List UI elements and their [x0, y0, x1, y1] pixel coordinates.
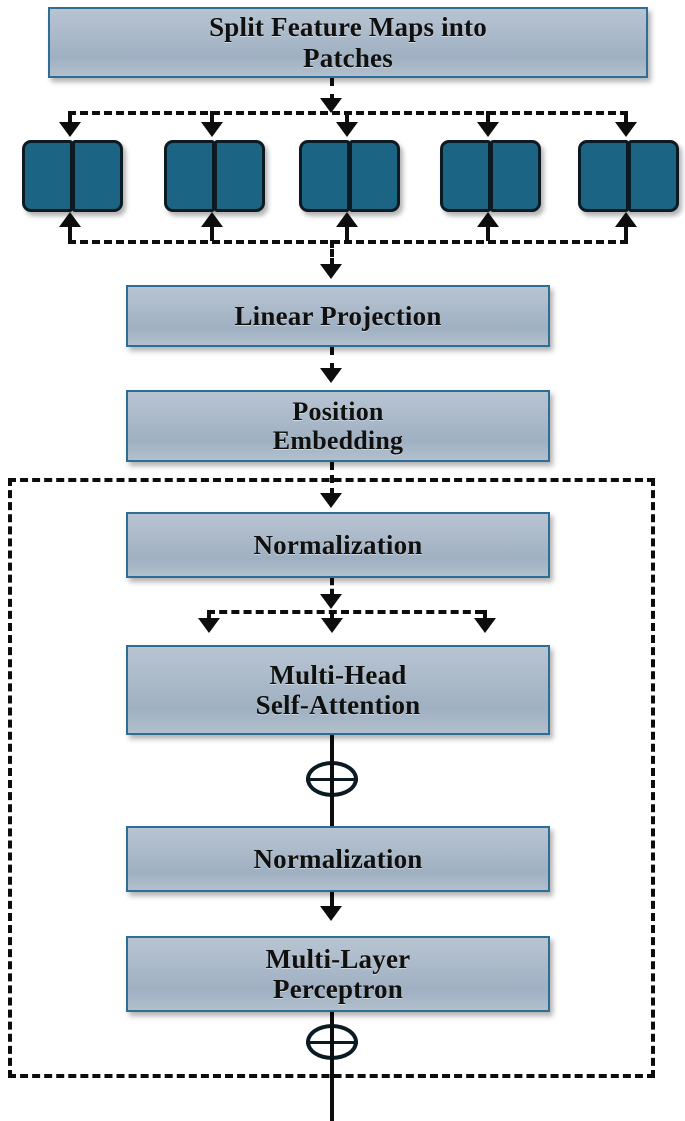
patch-token-1-right-half: [72, 140, 123, 212]
patch-token-2-left-half: [164, 140, 215, 212]
block-multi-head-self-attention[interactable]: Multi-Head Self-Attention: [126, 645, 550, 735]
arrowhead-from-patch-2: [201, 212, 223, 227]
patch-token-4-left-half: [440, 140, 491, 212]
block-position-embedding[interactable]: Position Embedding: [126, 390, 550, 462]
patch-token-3-left-half: [299, 140, 350, 212]
connector-mlp-output-over: [330, 1024, 334, 1121]
attention-head-stub-left: [207, 610, 211, 620]
block-normalization-2[interactable]: Normalization: [126, 826, 550, 892]
patch-drop-stub-5: [624, 111, 628, 124]
block-normalization-1-label: Normalization: [253, 529, 423, 560]
patch-drop-stub-4: [486, 111, 490, 124]
connector-patchbus-to-linear: [330, 240, 334, 266]
patch-token-4-right-half: [490, 140, 541, 212]
arrowhead-from-patch-4: [477, 212, 499, 227]
connector-norm1-to-heads: [330, 578, 334, 596]
arrowhead-to-patch-5: [615, 122, 637, 137]
block-normalization-2-label: Normalization: [253, 843, 423, 874]
arrowhead-position-to-norm1: [320, 493, 342, 508]
patch-token-5-right-half: [628, 140, 679, 212]
patch-token-1[interactable]: [22, 140, 123, 212]
patch-token-5-left-half: [578, 140, 629, 212]
block-linear-projection[interactable]: Linear Projection: [126, 285, 550, 347]
block-multi-head-self-attention-label: Multi-Head Self-Attention: [255, 659, 421, 720]
patch-rise-stub-1: [68, 227, 72, 241]
arrowhead-linear-to-position: [320, 368, 342, 383]
block-split-feature-maps[interactable]: Split Feature Maps into Patches: [48, 7, 648, 78]
arrowhead-from-patch-1: [59, 212, 81, 227]
block-multi-layer-perceptron-label: Multi-Layer Perceptron: [265, 943, 411, 1004]
patch-token-2-right-half: [214, 140, 265, 212]
patch-token-3[interactable]: [299, 140, 400, 212]
block-normalization-1[interactable]: Normalization: [126, 512, 550, 578]
arrowhead-to-patch-4: [477, 122, 499, 137]
patch-token-2[interactable]: [164, 140, 265, 212]
arrowhead-to-attention-head-3: [474, 618, 496, 633]
arrowhead-to-attention-head-1: [198, 618, 220, 633]
connector-norm2-to-mlp: [330, 892, 334, 908]
patch-rise-stub-4: [486, 227, 490, 241]
block-split-feature-maps-label: Split Feature Maps into Patches: [209, 12, 487, 73]
patch-token-5[interactable]: [578, 140, 679, 212]
block-multi-layer-perceptron[interactable]: Multi-Layer Perceptron: [126, 936, 550, 1012]
patch-token-4[interactable]: [440, 140, 541, 212]
patch-drop-stub-1: [68, 111, 72, 124]
arrowhead-to-patch-2: [201, 122, 223, 137]
patch-rise-stub-5: [624, 227, 628, 241]
attention-head-stub-right: [483, 610, 487, 620]
arrowhead-to-patch-1: [59, 122, 81, 137]
arrowhead-norm1-center: [320, 594, 342, 609]
connector-position-to-norm1: [330, 462, 334, 496]
arrowhead-from-patch-5: [615, 212, 637, 227]
patch-drop-stub-2: [210, 111, 214, 124]
connector-attention-to-norm2-over: [330, 761, 334, 798]
block-linear-projection-label: Linear Projection: [234, 300, 442, 331]
connector-linear-to-position: [330, 347, 334, 371]
patch-token-3-right-half: [349, 140, 400, 212]
arrowhead-to-attention-head-2: [321, 618, 343, 633]
attention-head-stub-center: [330, 610, 334, 620]
arrowhead-from-patch-3: [336, 212, 358, 227]
attention-head-bus: [207, 610, 483, 614]
patch-collection-bus-bottom: [68, 240, 628, 244]
patch-token-1-left-half: [22, 140, 73, 212]
patch-drop-stub-3: [345, 111, 349, 124]
arrowhead-to-patch-3: [336, 122, 358, 137]
arrowhead-patchbus-to-linear: [320, 264, 342, 279]
connector-split-to-patchbus: [330, 78, 334, 102]
patch-rise-stub-3: [345, 227, 349, 241]
arrowhead-split-to-patchbus: [320, 98, 342, 113]
arrowhead-norm2-to-mlp: [320, 906, 342, 921]
block-position-embedding-label: Position Embedding: [272, 396, 404, 455]
patch-rise-stub-2: [210, 227, 214, 241]
